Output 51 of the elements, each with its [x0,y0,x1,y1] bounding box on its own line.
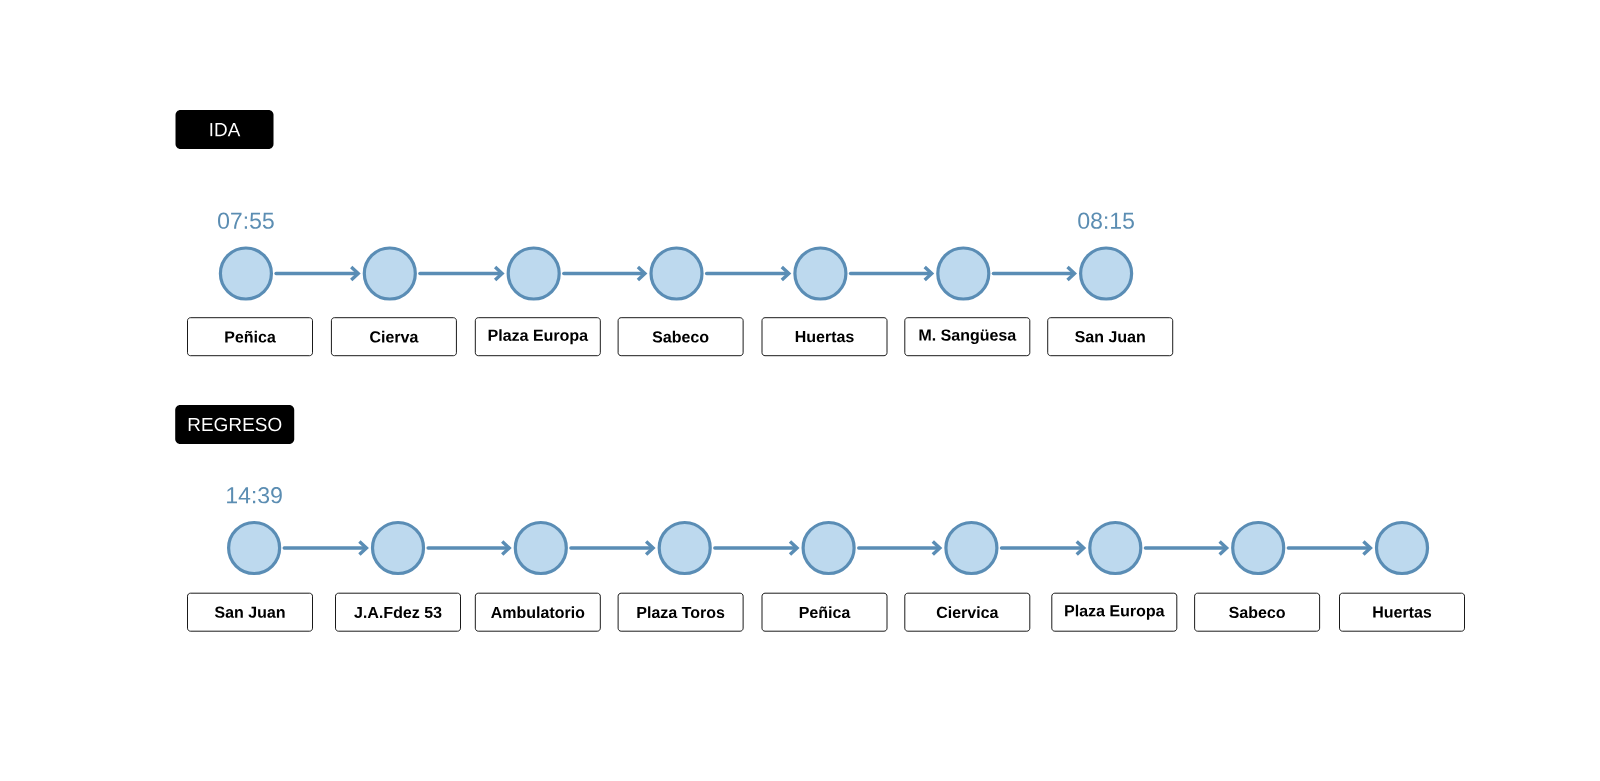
stop-circle [218,246,273,301]
station-box: Plaza Europa [474,317,601,357]
station-box: Plaza Europa [1051,592,1178,632]
station-box: Plaza Toros [617,592,744,632]
stop-circle [793,246,848,301]
stop-circle [1231,520,1286,576]
stop-circle [944,520,999,576]
stop-circle [362,246,417,301]
station-box: San Juan [1047,317,1174,357]
arrow [848,265,935,282]
time-label: 07:55 [218,212,274,229]
station-box: San Juan [187,592,313,632]
stop-circle [370,520,426,576]
arrow [282,540,369,556]
arrow [569,540,656,556]
station-box: Ciervica [904,592,1031,632]
station-box: Huertas [1339,592,1465,632]
arrow [562,265,648,282]
stop-circle [657,520,712,576]
arrow [1143,540,1230,556]
stop-circle [506,246,561,301]
time-label: 14:39 [227,487,282,504]
station-box: Peñica [761,592,888,632]
arrow [991,265,1077,282]
stop-circle [936,246,991,301]
station-box: J.A.Fdez 53 [335,592,461,632]
station-box: Peñica [187,317,313,357]
arrow [418,265,505,282]
station-box: Cierva [330,317,457,357]
arrow [713,540,800,556]
section-tag: REGRESO [175,405,295,444]
arrow [999,540,1087,556]
stop-circle [649,246,704,301]
station-box: M. Sangüesa [904,317,1031,357]
time-label: 08:15 [1078,212,1134,229]
station-box: Sabeco [617,317,744,357]
station-box: Ambulatorio [474,592,601,632]
station-box: Sabeco [1194,592,1321,632]
stop-circle [1088,520,1143,576]
arrow [704,265,792,282]
stop-circle [1374,520,1430,576]
stop-circle [1079,246,1134,301]
arrow [426,540,512,556]
arrow [1286,540,1373,556]
stop-circle [801,520,856,576]
stop-circle [227,520,282,576]
station-box: Huertas [761,317,888,357]
arrow [274,265,361,282]
arrow [857,540,943,556]
stop-circle [513,520,568,576]
section-tag: IDA [175,110,274,150]
